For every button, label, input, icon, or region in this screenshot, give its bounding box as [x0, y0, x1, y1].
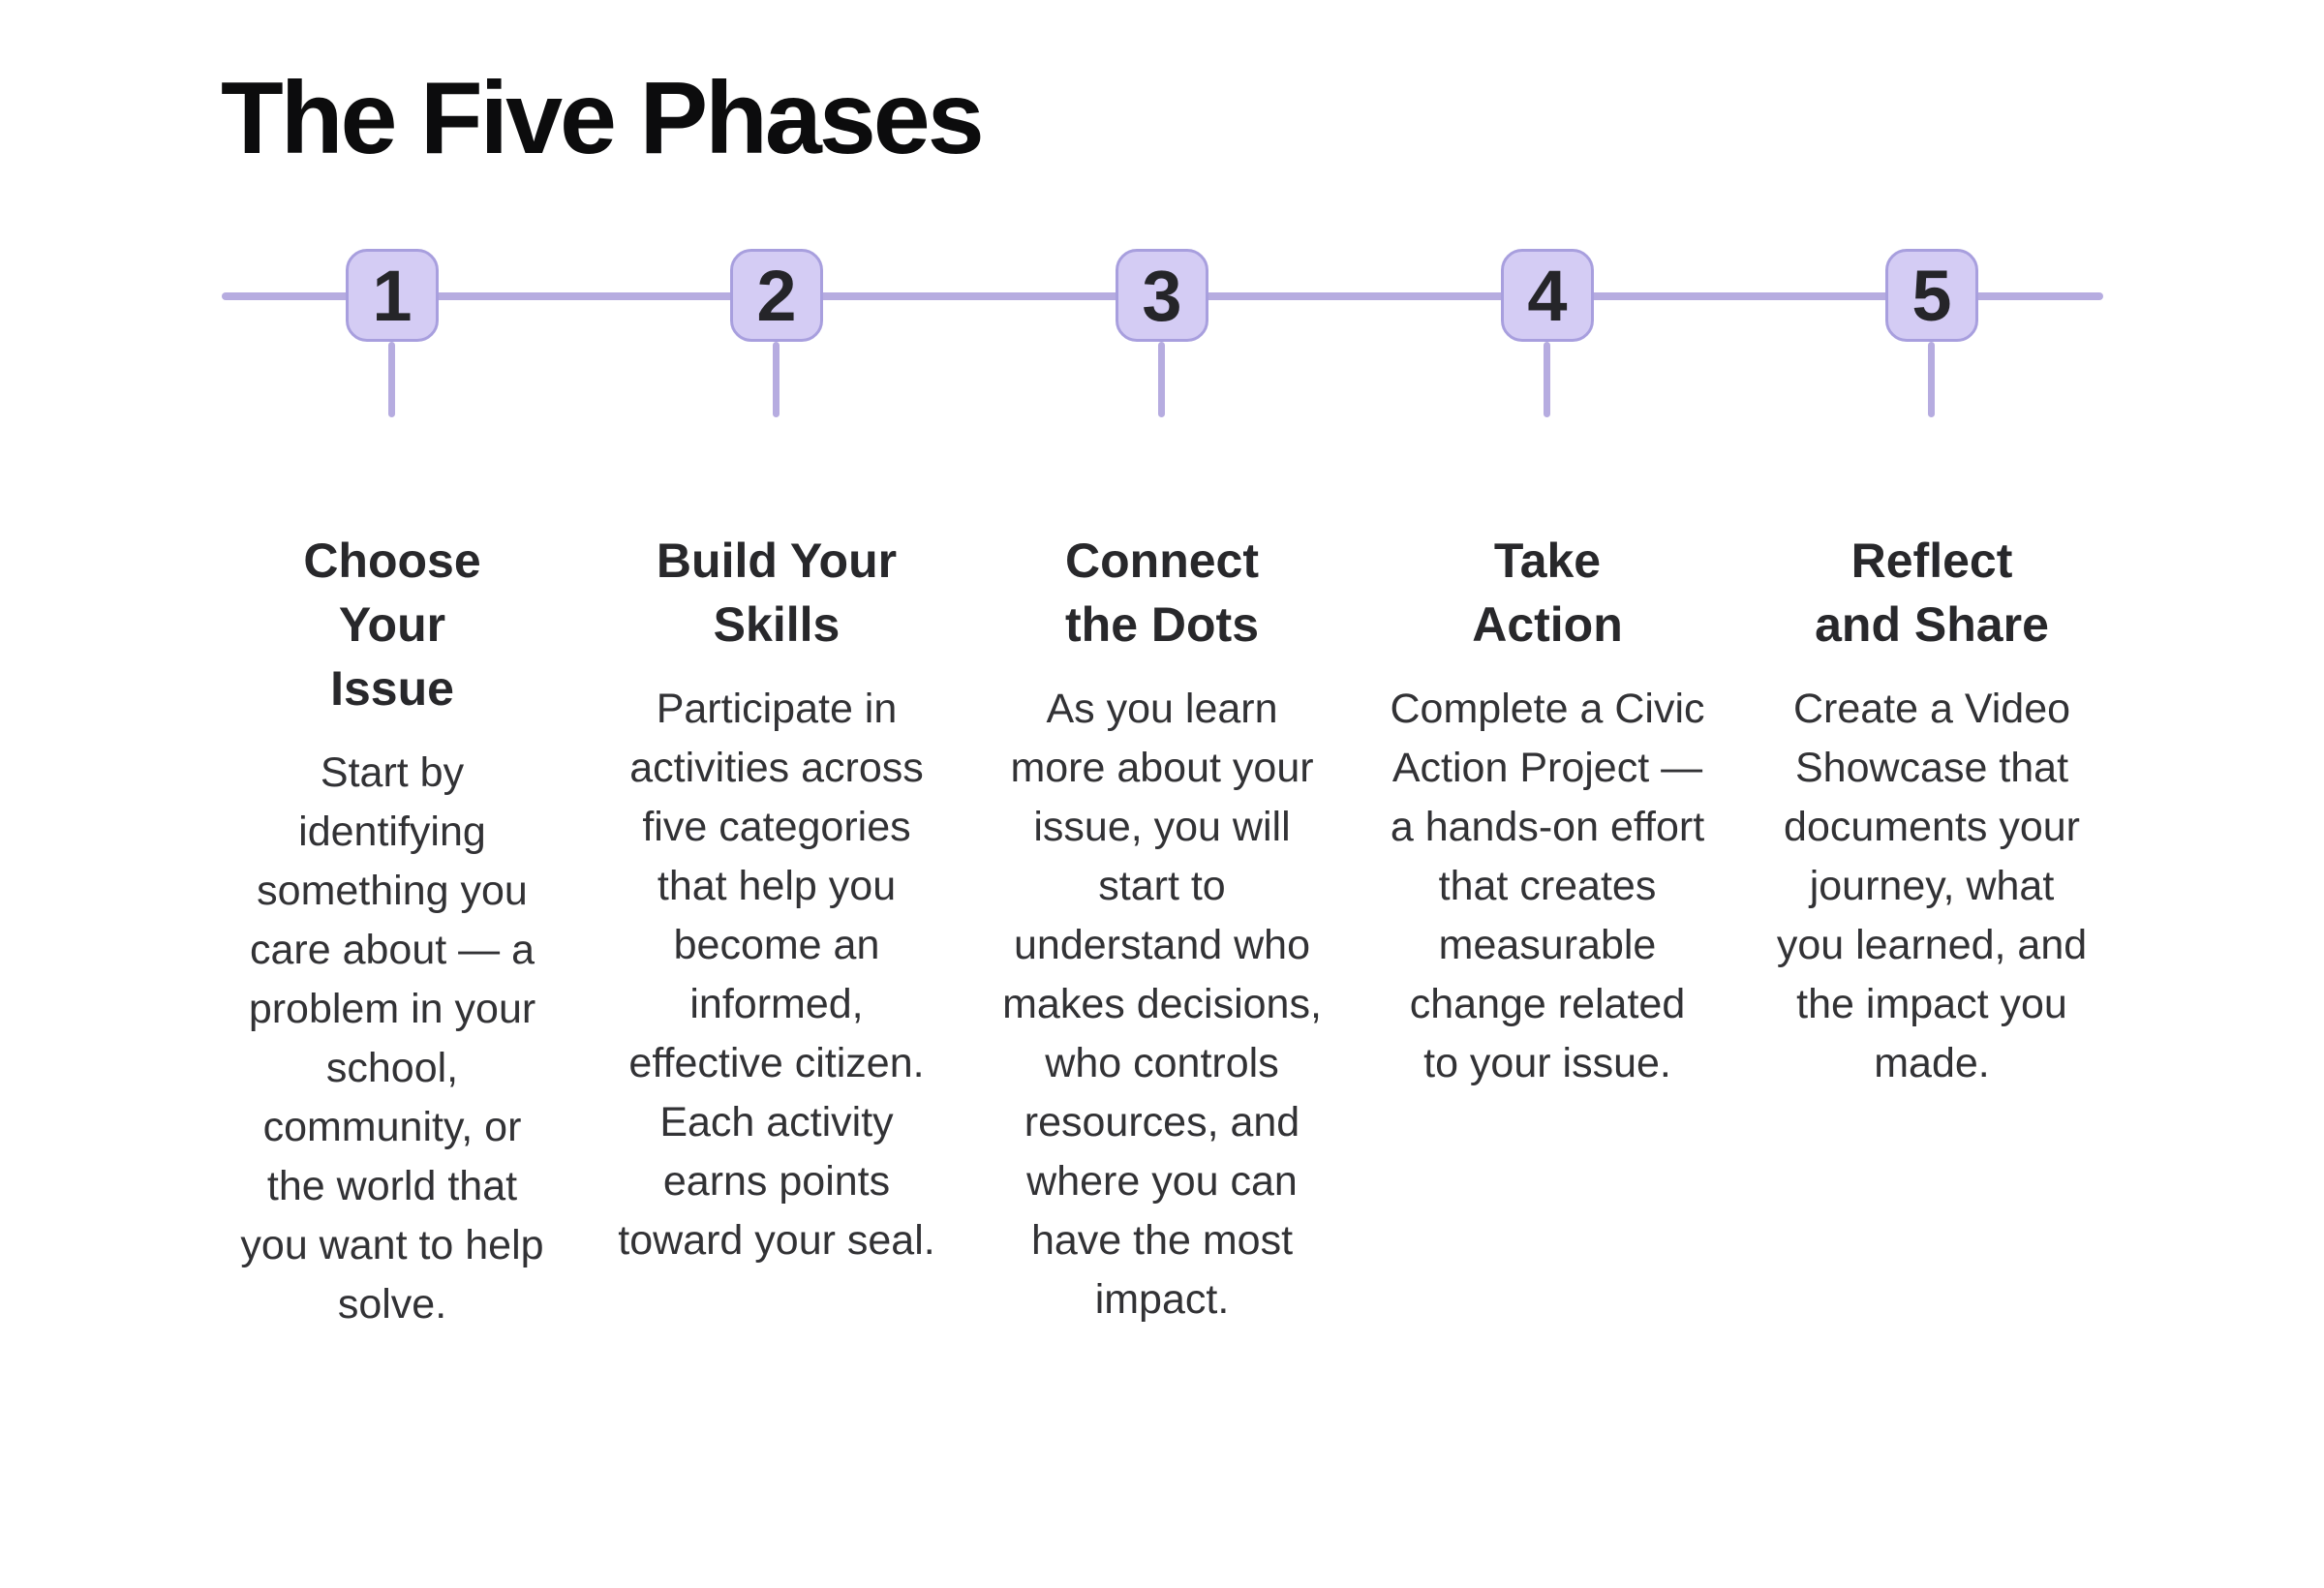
phase-4-column: Take Action Complete a Civic Action Proj…	[1388, 529, 1707, 1093]
phase-4-connector-line	[1544, 342, 1550, 417]
phase-1-connector-line	[388, 342, 395, 417]
phase-4-badge: 4	[1501, 249, 1594, 342]
page-title: The Five Phases	[221, 61, 985, 175]
phase-2-description: Participate in activities across five ca…	[618, 686, 935, 1264]
phase-5-number: 5	[1911, 255, 1952, 336]
phase-3-badge: 3	[1116, 249, 1208, 342]
phase-5-description: Create a Video Showcase that documents y…	[1776, 686, 2088, 1086]
phase-3-connector-line	[1158, 342, 1165, 417]
phase-2-badge: 2	[730, 249, 823, 342]
phase-4-number: 4	[1527, 255, 1568, 336]
phase-3-heading: Connect the Dots	[1065, 534, 1259, 652]
phase-5-column: Reflect and Share Create a Video Showcas…	[1772, 529, 2092, 1093]
phase-1-number: 1	[372, 255, 413, 336]
phase-2-heading: Build Your Skills	[656, 534, 898, 652]
phase-3-number: 3	[1142, 255, 1182, 336]
phase-3-column: Connect the Dots As you learn more about…	[1002, 529, 1322, 1329]
phase-5-badge: 5	[1885, 249, 1978, 342]
phase-2-connector-line	[773, 342, 780, 417]
phase-2-number: 2	[756, 255, 797, 336]
phase-2-column: Build Your Skills Participate in activit…	[617, 529, 936, 1270]
phase-5-heading: Reflect and Share	[1815, 534, 2049, 652]
phase-1-description: Start by identifying something you care …	[240, 749, 544, 1328]
phase-1-heading: Choose Your Issue	[303, 534, 481, 716]
phases-timeline: 1 2 3 4 5	[0, 0, 2324, 445]
phase-4-heading: Take Action	[1472, 534, 1623, 652]
phase-3-description: As you learn more about your issue, you …	[1002, 686, 1322, 1323]
phase-5-connector-line	[1928, 342, 1935, 417]
phase-4-description: Complete a Civic Action Project — a hand…	[1390, 686, 1705, 1086]
phase-1-badge: 1	[346, 249, 439, 342]
phase-1-column: Choose Your Issue Start by identifying s…	[232, 529, 552, 1334]
